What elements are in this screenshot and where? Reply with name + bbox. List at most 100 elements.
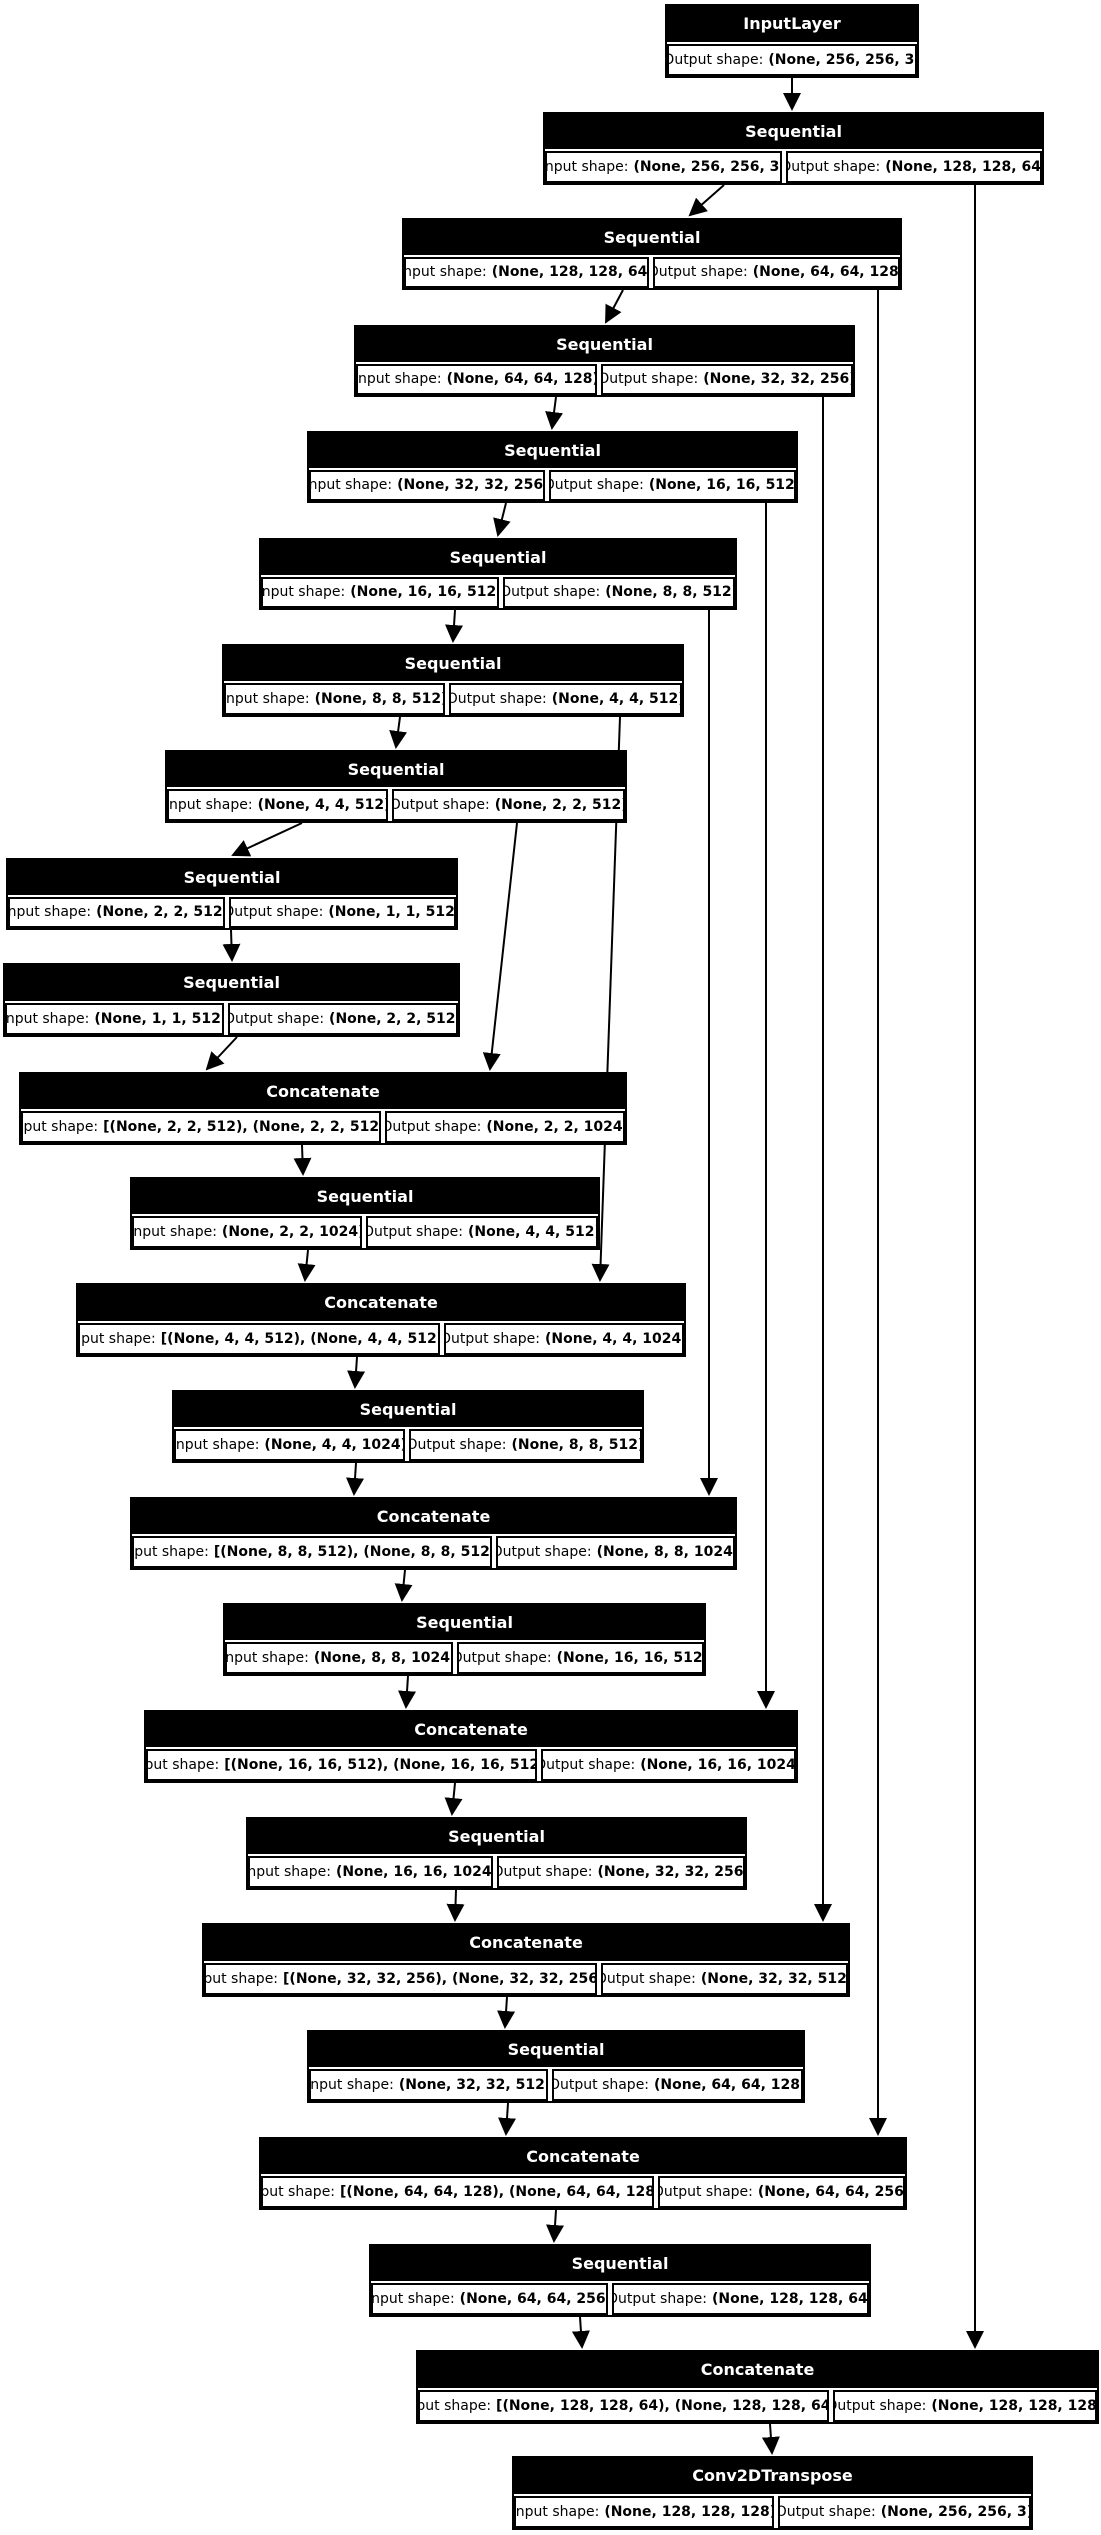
layer-title: Sequential	[225, 1605, 704, 1641]
edge-chain-seq14-to-concat6	[498, 2102, 517, 2136]
input-shape-cell: Input shape:[(None, 16, 16, 512), (None,…	[146, 1749, 538, 1781]
edge-chain-seq9-to-concat1	[205, 1036, 238, 1071]
edge-chain-seq3-to-seq4	[545, 396, 563, 430]
layer-shapes-row: Input shape:(None, 32, 32, 256)Output sh…	[309, 467, 796, 501]
output-shape-value: (None, 4, 4, 1024)	[545, 1330, 684, 1347]
input-shape-cell: Input shape:[(None, 64, 64, 128), (None,…	[261, 2176, 655, 2208]
output-shape-label: Output shape:	[652, 264, 748, 281]
output-shape-label: Output shape:	[548, 477, 644, 494]
output-shape-cell: Output shape:(None, 128, 128, 64)	[785, 151, 1042, 183]
layer-node-concat3: ConcatenateInput shape:[(None, 8, 8, 512…	[130, 1497, 737, 1570]
input-shape-value: [(None, 2, 2, 512), (None, 2, 2, 512)]	[103, 1119, 382, 1136]
edge-chain-seq13-to-concat5	[446, 1889, 465, 1922]
output-shape-cell: Output shape:(None, 2, 2, 1024)	[385, 1111, 625, 1143]
edge-chain-seq11-to-concat3	[346, 1462, 365, 1496]
layer-shapes-row: Input shape:(None, 8, 8, 1024)Output sha…	[225, 1640, 704, 1674]
output-shape-value: (None, 16, 16, 512)	[648, 477, 796, 494]
layer-title: Sequential	[248, 1819, 745, 1855]
output-shape-cell: Output shape:(None, 32, 32, 512)	[601, 1962, 848, 1995]
input-shape-cell: Input shape:(None, 128, 128, 64)	[404, 256, 649, 288]
input-shape-label: Input shape:	[309, 2077, 394, 2094]
output-shape-value: (None, 8, 8, 512)	[511, 1437, 642, 1454]
layer-node-concat6: ConcatenateInput shape:[(None, 64, 64, 1…	[259, 2137, 907, 2210]
input-shape-cell: Input shape:(None, 8, 8, 512)	[224, 683, 446, 715]
output-shape-value: (None, 8, 8, 512)	[605, 584, 735, 601]
edge-chain-concat4-to-seq13	[444, 1782, 463, 1816]
output-shape-cell: Output shape:(None, 8, 8, 512)	[408, 1429, 642, 1461]
output-shape-value: (None, 64, 64, 128)	[752, 264, 900, 281]
output-shape-cell: Output shape:(None, 128, 128, 128)	[832, 2389, 1097, 2422]
output-shape-value: (None, 128, 128, 128)	[931, 2397, 1097, 2414]
output-shape-label: Output shape:	[600, 371, 699, 388]
layer-shapes-row: Input shape:[(None, 32, 32, 256), (None,…	[204, 1960, 848, 1995]
layer-title: Sequential	[167, 752, 625, 788]
input-shape-value: (None, 64, 64, 256)	[459, 2291, 609, 2308]
input-shape-value: [(None, 16, 16, 512), (None, 16, 16, 512…	[224, 1757, 538, 1774]
output-shape-value: (None, 8, 8, 1024)	[596, 1544, 735, 1561]
output-shape-value: (None, 2, 2, 1024)	[486, 1119, 625, 1136]
output-shape-label: Output shape:	[777, 2503, 876, 2520]
output-shape-label: Output shape:	[408, 1437, 507, 1454]
layer-shapes-row: Input shape:(None, 32, 32, 512)Output sh…	[309, 2067, 803, 2101]
layer-shapes-row: Input shape:(None, 128, 128, 64)Output s…	[404, 254, 900, 288]
output-shape-cell: Output shape:(None, 2, 2, 512)	[227, 1002, 458, 1035]
edge-chain-seq10-to-concat2	[297, 1249, 316, 1282]
input-shape-label: Input shape:	[261, 584, 346, 601]
output-shape-cell: Output shape:(None, 32, 32, 256)	[600, 363, 853, 395]
edge-chain-seq15-to-concat7	[571, 2316, 590, 2349]
edge-chain-concat1-to-seq10	[293, 1144, 312, 1176]
input-shape-cell: Input shape:(None, 4, 4, 1024)	[174, 1429, 405, 1461]
layer-title: Sequential	[309, 433, 796, 468]
layer-title: InputLayer	[667, 6, 917, 42]
output-shape-label: Output shape:	[541, 1757, 636, 1774]
input-shape-cell: Input shape:(None, 2, 2, 1024)	[132, 1216, 362, 1248]
input-shape-label: Input shape:	[23, 1119, 99, 1136]
input-shape-value: (None, 256, 256, 3)	[633, 159, 782, 176]
layer-node-concat1: ConcatenateInput shape:[(None, 2, 2, 512…	[19, 1072, 627, 1145]
input-shape-value: (None, 8, 8, 512)	[314, 691, 446, 708]
layer-shapes-row: Input shape:(None, 16, 16, 1024)Output s…	[248, 1854, 745, 1888]
input-shape-label: Input shape:	[514, 2503, 600, 2520]
layer-title: Concatenate	[78, 1285, 684, 1321]
edge-chain-concat5-to-seq14	[497, 1996, 516, 2029]
output-shape-cell: Output shape:(None, 32, 32, 256)	[497, 1856, 745, 1888]
layer-title: Concatenate	[132, 1499, 735, 1535]
output-shape-value: (None, 16, 16, 1024)	[640, 1757, 796, 1774]
input-shape-value: (None, 4, 4, 512)	[257, 797, 389, 814]
output-shape-label: Output shape:	[667, 51, 764, 68]
input-shape-label: Input shape:	[224, 691, 310, 708]
output-shape-value: (None, 32, 32, 256)	[597, 1864, 745, 1881]
layer-title: Sequential	[356, 327, 853, 362]
input-shape-label: Input shape:	[80, 1330, 156, 1347]
input-shape-value: (None, 1, 1, 512)	[94, 1010, 224, 1027]
edge-chain-seq5-to-seq6	[445, 609, 464, 643]
output-shape-label: Output shape:	[601, 1970, 696, 1987]
output-shape-value: (None, 4, 4, 512)	[551, 691, 682, 708]
output-shape-label: Output shape:	[365, 1224, 463, 1241]
input-shape-value: (None, 16, 16, 512)	[350, 584, 500, 601]
input-shape-label: Input shape:	[404, 264, 487, 281]
output-shape-cell: Output shape:(None, 4, 4, 512)	[449, 683, 682, 715]
layer-shapes-row: Input shape:(None, 8, 8, 512)Output shap…	[224, 681, 682, 715]
layer-shapes-row: Input shape:(None, 64, 64, 128)Output sh…	[356, 361, 853, 395]
input-shape-cell: Input shape:[(None, 32, 32, 256), (None,…	[204, 1962, 598, 1995]
layer-shapes-row: Input shape:[(None, 128, 128, 64), (None…	[418, 2387, 1097, 2422]
output-shape-cell: Output shape:(None, 64, 64, 128)	[652, 256, 900, 288]
output-shape-value: (None, 16, 16, 512)	[556, 1650, 704, 1667]
layer-node-concat2: ConcatenateInput shape:[(None, 4, 4, 512…	[76, 1283, 686, 1357]
input-shape-cell: Input shape:(None, 4, 4, 512)	[167, 789, 389, 821]
edge-chain-seq6-to-seq7	[389, 716, 408, 749]
layer-title: Concatenate	[418, 2352, 1097, 2388]
input-shape-value: [(None, 128, 128, 64), (None, 128, 128, …	[496, 2397, 829, 2414]
input-shape-label: Input shape:	[174, 1437, 260, 1454]
output-shape-label: Output shape:	[392, 797, 490, 814]
